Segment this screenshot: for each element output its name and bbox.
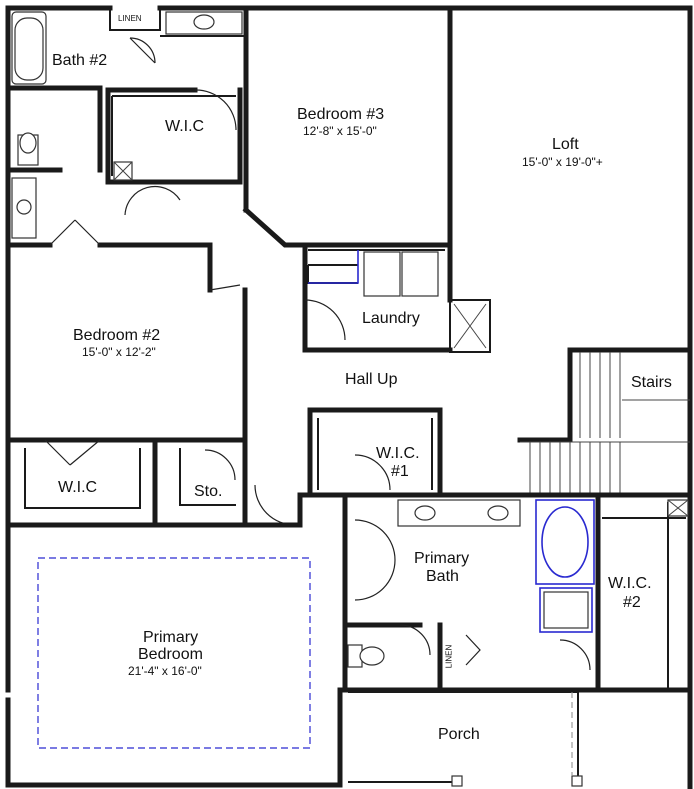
wic1-label-line2: #1 [391, 463, 409, 480]
laundry-walls [302, 242, 491, 353]
wic2-label-line2: #2 [623, 594, 641, 611]
bath2-walls [5, 8, 246, 239]
bedroom3-walls [242, 5, 453, 303]
primary-bedroom [37, 492, 348, 749]
stairs [517, 347, 693, 495]
wic2-walls [559, 492, 689, 693]
bath2-label: Bath #2 [52, 52, 108, 69]
stairs-label: Stairs [631, 374, 672, 391]
linen-top-label: LINEN [118, 14, 142, 23]
loft-label: Loft [552, 136, 579, 153]
porch-label: Porch [438, 726, 480, 743]
bedroom2-dims: 15'-0" x 12'-2" [82, 345, 156, 359]
wic1-walls [307, 407, 443, 498]
linen-bottom-label: LINEN [444, 644, 454, 669]
bedroom3-label: Bedroom #3 [297, 106, 385, 123]
hall-label: Hall Up [345, 371, 398, 388]
primary-bath-label-line2: Bath [426, 568, 459, 585]
primary-bath-label-line1: Primary [414, 550, 470, 567]
bedroom2-walls [5, 219, 248, 443]
porch [348, 691, 583, 787]
wic2-label-line1: W.I.C. [608, 575, 652, 592]
loft-dims: 15'-0" x 19'-0"+ [522, 155, 603, 169]
wic-top-label: W.I.C [165, 118, 205, 135]
storage-label: Sto. [194, 483, 223, 500]
top-wic-walls [105, 87, 243, 185]
wic1-label-line1: W.I.C. [376, 445, 420, 462]
primary-bedroom-label-line2: Bedroom [138, 646, 203, 663]
bedroom2-closets [5, 437, 248, 528]
bedroom2-label: Bedroom #2 [73, 327, 161, 344]
bedroom3-dims: 12'-8" x 15'-0" [303, 124, 377, 138]
wic-bed2-label: W.I.C [58, 479, 98, 496]
primary-bedroom-dims: 21'-4" x 16'-0" [128, 664, 202, 678]
primary-bedroom-label-line1: Primary [143, 629, 199, 646]
laundry-label: Laundry [362, 310, 420, 327]
primary-bath [342, 492, 693, 693]
